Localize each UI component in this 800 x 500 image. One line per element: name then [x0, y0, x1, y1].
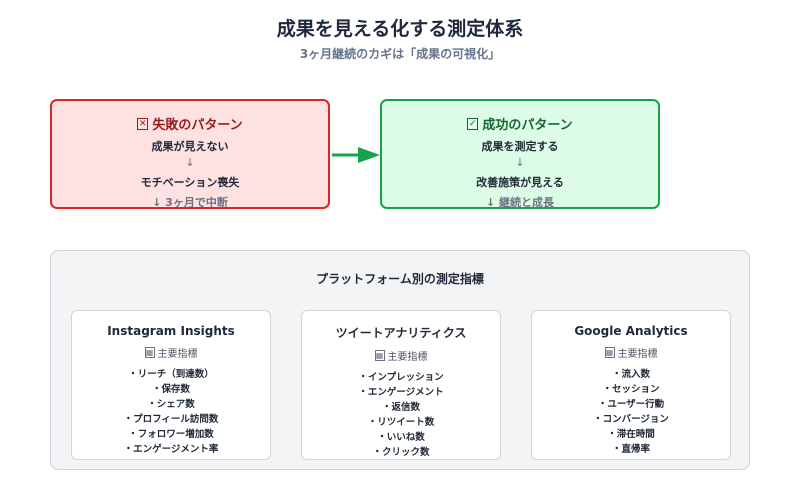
- chart-icon: ▦: [144, 347, 155, 358]
- fail-step-2: モチベーション喪失: [140, 176, 240, 189]
- card-title: Instagram Insights: [107, 324, 235, 338]
- list-item: ・直帰率: [611, 444, 650, 455]
- list-item: ・シェア数: [147, 399, 195, 410]
- list-item: ・滞在時間: [607, 429, 655, 440]
- list-item: ・インプレッション: [358, 372, 444, 383]
- card-subtitle: 主要指標: [387, 352, 428, 363]
- card-title: Google Analytics: [574, 324, 688, 338]
- list-item: ・リーチ（到達数）: [128, 369, 214, 380]
- x-box-icon: ✕: [137, 117, 149, 130]
- google-analytics-card: Google Analytics ▦ 主要指標 ・流入数 ・セッション ・ユーザ…: [531, 310, 731, 460]
- list-item: ・保存数: [151, 384, 190, 395]
- list-item: ・流入数: [611, 369, 650, 380]
- list-item: ・エンゲージメント率: [123, 444, 219, 455]
- list-item: ・いいね数: [377, 432, 425, 443]
- success-step-3: ↓ 継続と成長: [485, 196, 555, 209]
- list-item: ・リツイート数: [367, 417, 435, 428]
- tweet-analytics-card: ツイートアナリティクス ▦ 主要指標 ・インプレッション ・エンゲージメント ・…: [301, 310, 501, 460]
- down-arrow: ↓: [185, 156, 195, 169]
- success-pattern-title: 成功のパターン: [482, 118, 573, 133]
- chart-icon: ▦: [604, 347, 615, 358]
- check-box-icon: ✓: [467, 117, 479, 130]
- metric-list: ・リーチ（到達数） ・保存数 ・シェア数 ・プロフィール訪問数 ・フォロワー増加…: [72, 367, 270, 457]
- instagram-card: Instagram Insights ▦ 主要指標 ・リーチ（到達数） ・保存数…: [71, 310, 271, 460]
- fail-pattern-title: 失敗のパターン: [152, 118, 243, 133]
- panel-title: プラットフォーム別の測定指標: [316, 272, 484, 286]
- page-title: 成果を見える化する測定体系: [276, 18, 524, 40]
- card-title: ツイートアナリティクス: [335, 326, 467, 340]
- page-subtitle: 3ヶ月継続のカギは「成果の可視化」: [299, 47, 501, 61]
- metric-list: ・流入数 ・セッション ・ユーザー行動 ・コンバージョン ・滞在時間 ・直帰率: [532, 367, 730, 457]
- card-subtitle: 主要指標: [157, 349, 198, 360]
- success-step-2: 改善施策が見える: [476, 176, 564, 189]
- card-subtitle: 主要指標: [617, 349, 658, 360]
- list-item: ・コンバージョン: [593, 414, 669, 425]
- success-step-1: 成果を測定する: [481, 140, 559, 153]
- chart-icon: ▦: [374, 350, 385, 361]
- fail-step-1: 成果が見えない: [151, 140, 229, 153]
- list-item: ・フォロワー増加数: [128, 429, 214, 440]
- fail-pattern-box: ✕ 失敗のパターン 成果が見えない ↓ モチベーション喪失 ↓ 3ヶ月で中断: [50, 99, 330, 209]
- list-item: ・エンゲージメント: [358, 387, 444, 398]
- list-item: ・クリック数: [372, 447, 430, 458]
- list-item: ・ユーザー行動: [597, 399, 665, 410]
- list-item: ・返信数: [381, 402, 420, 413]
- flow-arrow-icon: [332, 147, 380, 163]
- down-arrow: ↓: [515, 156, 525, 169]
- success-pattern-box: ✓ 成功のパターン 成果を測定する ↓ 改善施策が見える ↓ 継続と成長: [380, 99, 660, 209]
- fail-step-3: ↓ 3ヶ月で中断: [152, 196, 228, 209]
- metrics-panel: プラットフォーム別の測定指標 Instagram Insights ▦ 主要指標…: [50, 250, 750, 470]
- list-item: ・セッション: [602, 384, 660, 395]
- list-item: ・プロフィール訪問数: [123, 414, 219, 425]
- metric-list: ・インプレッション ・エンゲージメント ・返信数 ・リツイート数 ・いいね数 ・…: [302, 370, 500, 460]
